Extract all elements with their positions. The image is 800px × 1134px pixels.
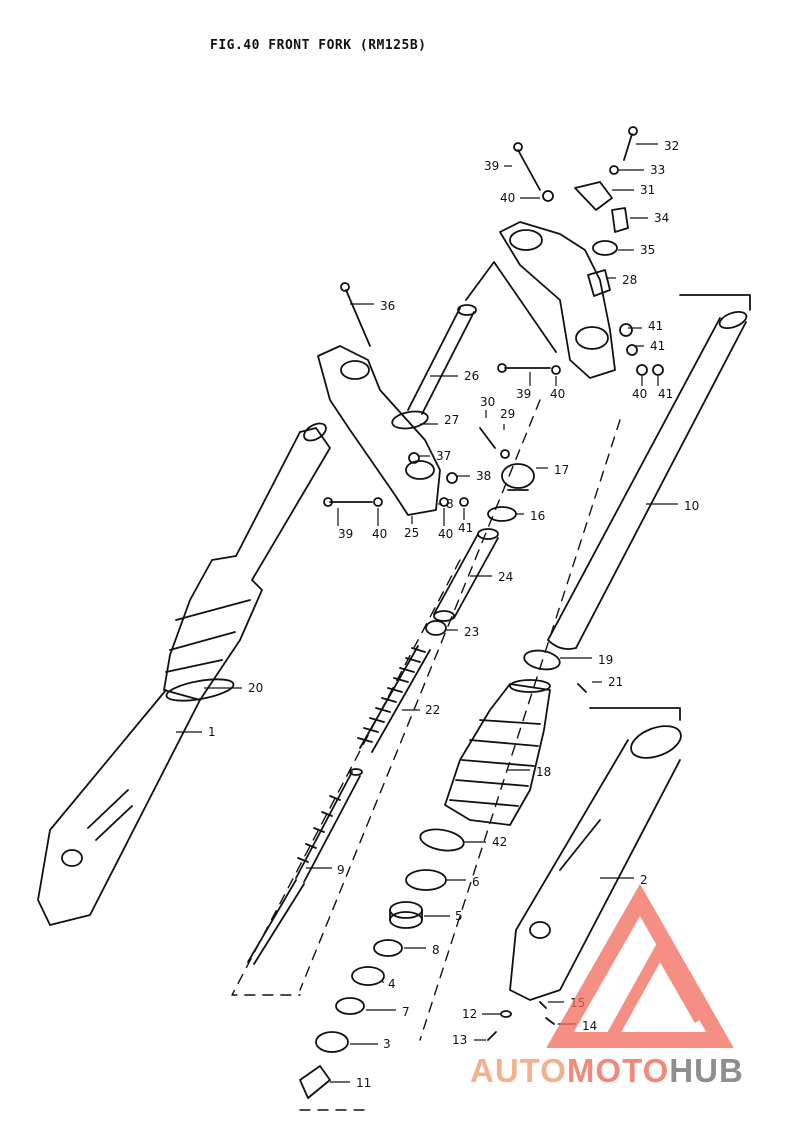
watermark-hub: HUB [669,1052,744,1089]
callout-part-40-39: 40 [500,191,515,205]
callout-part-1-0: 1 [208,725,216,739]
steering-stem [391,261,557,430]
boot-18 [444,679,551,826]
watermark-auto: AUTO [470,1052,567,1089]
callout-part-29-28: 29 [500,407,515,421]
callout-part-17-16: 17 [554,463,569,477]
callout-extra-39-5: 39 [338,527,353,541]
callout-part-9-8: 9 [337,863,345,877]
callout-part-25-24: 25 [404,526,419,540]
callout-part-35-34: 35 [640,243,655,257]
callout-part-24-23: 24 [498,570,513,584]
damper-rod-9 [247,768,363,965]
callout-part-32-31: 32 [664,139,679,153]
callout-part-42-41: 42 [492,835,507,849]
callout-part-11-10: 11 [356,1076,371,1090]
outer-tube-10 [547,294,751,650]
lower-leg-2 [509,707,682,1001]
spring-22 [357,645,431,753]
bolts [323,126,638,507]
callout-part-3-2: 3 [383,1037,391,1051]
clamp-42 [419,828,465,852]
callout-part-14-13: 14 [582,1019,597,1033]
callout-part-8-7: 8 [432,943,440,957]
callout-part-36-35: 36 [380,299,395,313]
callout-part-2-1: 2 [640,873,648,887]
callout-part-28-27: 28 [622,273,637,287]
screw-21 [577,683,587,693]
left-fork-leg [37,422,331,926]
callout-part-34-33: 34 [654,211,669,225]
nuts-washers [373,165,664,522]
small-parts [487,1001,555,1041]
stack-parts [299,869,447,1099]
callout-part-10-9: 10 [684,499,699,513]
callout-extra-41-4: 41 [648,319,663,333]
callout-part-31-30: 31 [640,183,655,197]
callout-part-22-21: 22 [425,703,440,717]
callout-extra-40-1: 40 [550,387,565,401]
callout-extra-39-0: 39 [516,387,531,401]
callout-part-23-22: 23 [464,625,479,639]
upper-bracket [499,181,629,379]
callout-part-20-19: 20 [248,681,263,695]
callout-extra-40-8: 40 [438,527,453,541]
watermark-text: AUTOMOTOHUB [470,1052,744,1090]
callout-part-30-29: 30 [480,395,495,409]
callout-part-19-18: 19 [598,653,613,667]
callout-part-4-3: 4 [388,977,396,991]
callout-extra-41-9: 41 [458,521,473,535]
callout-part-38-37: 38 [476,469,491,483]
callout-part-7-6: 7 [402,1005,410,1019]
figure-title: FIG.40 FRONT FORK (RM125B) [210,38,427,53]
callout-part-5-4: 5 [455,909,463,923]
callout-extra-40-6: 40 [372,527,387,541]
callout-part-27-26: 27 [444,413,459,427]
callout-part-37-36: 37 [436,449,451,463]
seat-23 [425,620,447,636]
callout-part-12-11: 12 [462,1007,477,1021]
spacer-24 [433,528,499,622]
callout-part-26-25: 26 [464,369,479,383]
assembly-lines [231,399,621,1111]
callout-part-16-15: 16 [530,509,545,523]
callout-extra-40-3: 40 [632,387,647,401]
callout-part-18-17: 18 [536,765,551,779]
lower-bracket [317,345,441,516]
watermark-moto: MOTO [566,1052,670,1089]
callout-extra-41-2: 41 [658,387,673,401]
callout-part-6-5: 6 [472,875,480,889]
callout-extra-8-7: 8 [446,497,454,511]
callout-part-33-32: 33 [650,163,665,177]
callout-part-13-12: 13 [452,1033,467,1047]
callout-part-41-40: 41 [650,339,665,353]
callout-part-21-20: 21 [608,675,623,689]
callout-part-39-38: 39 [484,159,499,173]
watermark-logo [546,883,734,1048]
